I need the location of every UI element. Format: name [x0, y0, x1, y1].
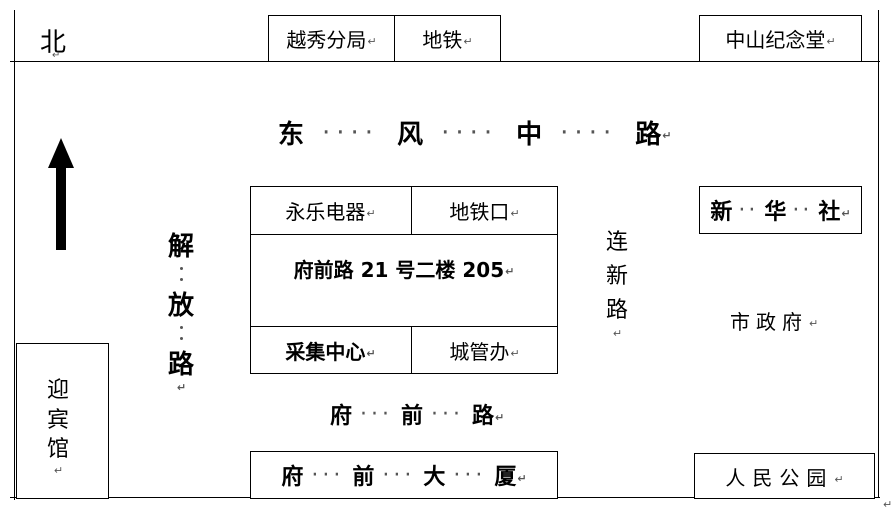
address-cell: 府前路 21 号二楼 205↵: [293, 257, 515, 282]
center-block-bottom-divider: [250, 326, 558, 327]
metro-building: 地铁↵: [394, 15, 501, 62]
map-left-border-line: [14, 10, 15, 500]
map-right-border-line: [878, 10, 879, 498]
dongfeng-middle-road-label: 东 ···· 风 ···· 中 ···· 路↵: [278, 117, 672, 151]
guesthouse-label: 迎 宾 馆 ↵: [47, 378, 70, 478]
xinhua-building: 新 ·· 华 ·· 社↵: [699, 186, 862, 234]
fuqian-road-label: 府 ··· 前 ··· 路↵: [330, 401, 505, 430]
center-block-top-divider: [250, 234, 558, 235]
north-label: 北: [40, 28, 67, 58]
sun-yat-sen-hall-building: 中山纪念堂↵: [699, 15, 862, 62]
center-block: [250, 186, 558, 374]
city-government-label: 市政府↵: [730, 310, 819, 334]
lianxin-road-label: 连 新 路 ↵: [606, 230, 629, 341]
guesthouse-building: [16, 343, 109, 499]
jiefang-road-label: 解 放 路 ↵: [168, 232, 195, 394]
end-paragraph-mark: ↵: [883, 498, 893, 511]
yongle-electric-cell: 永乐电器↵: [285, 199, 376, 224]
center-block-lower-split: [411, 326, 412, 374]
center-block-upper-split: [411, 186, 412, 234]
peoples-park-building: 人民公园↵: [694, 453, 875, 499]
yuexiu-police-building: 越秀分局↵: [268, 15, 395, 62]
metro-exit-cell: 地铁口↵: [449, 199, 520, 224]
fuqian-building: 府 ··· 前 ··· 大 ··· 厦↵: [250, 451, 558, 499]
north-arrow-icon: [48, 138, 74, 250]
urban-management-cell: 城管办↵: [449, 339, 520, 364]
north-label-mark: ↵: [52, 50, 61, 61]
collection-center-cell: 采集中心↵: [285, 339, 376, 364]
